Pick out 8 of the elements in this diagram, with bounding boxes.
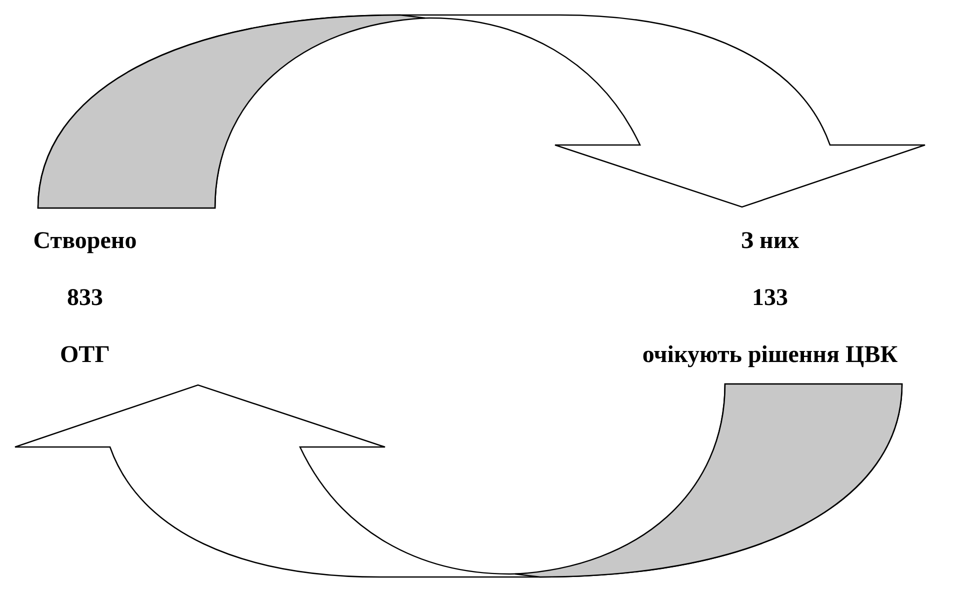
label-text: ОТГ [60,341,110,370]
label-text: 833 [67,284,103,313]
curved-block-arrow [14,383,903,578]
label-text: Створено [33,227,137,256]
label-text: З них [740,227,800,256]
curved-block-arrow [37,14,926,209]
label-text: 133 [752,284,788,313]
label-text: очікують рішення ЦВК [642,341,898,370]
